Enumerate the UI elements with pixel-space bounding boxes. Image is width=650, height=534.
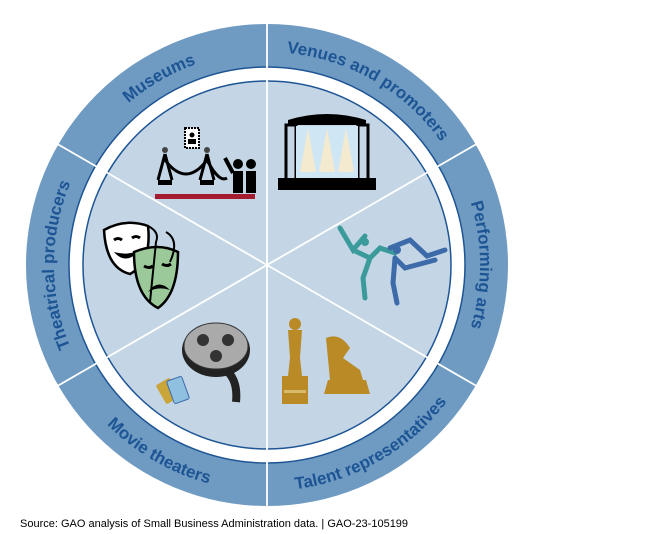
segment-divider [266, 143, 477, 266]
segment-dividers [57, 24, 477, 506]
awards-trophy-icon [282, 318, 370, 404]
segment-divider [57, 143, 268, 266]
museum-icon [155, 127, 256, 199]
film-reel-tickets-icon [156, 322, 250, 404]
source-note: Source: GAO analysis of Small Business A… [20, 518, 409, 530]
theater-masks-icon [102, 221, 180, 310]
segment-divider [266, 264, 477, 387]
concert-stage-icon [278, 114, 376, 190]
segment-divider [57, 264, 268, 387]
ballet-dancers-icon [337, 225, 448, 306]
